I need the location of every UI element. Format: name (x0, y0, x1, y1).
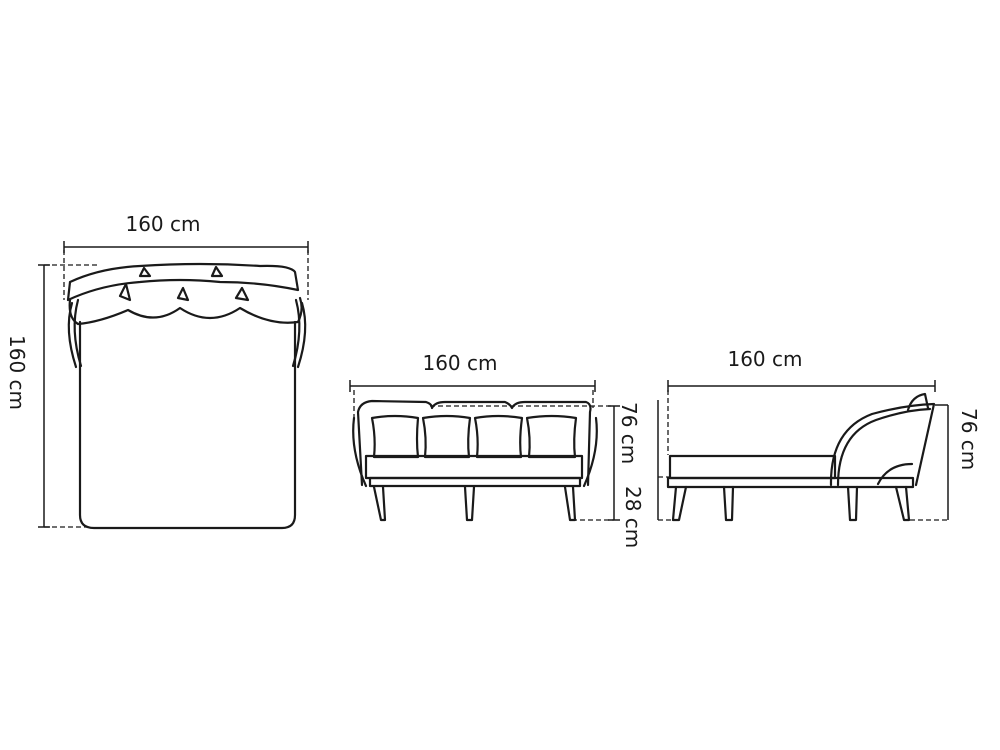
front-width-dimension (349, 380, 596, 420)
seat-outline (78, 320, 297, 530)
front-view: 160 cm 76 cm 28 cm (349, 351, 645, 548)
front-seat-height-label: 28 cm (621, 486, 645, 548)
back-cushions (66, 262, 300, 302)
side-length-label: 160 cm (727, 347, 802, 371)
side-length-dimension (667, 380, 936, 455)
side-legs (671, 485, 911, 522)
side-seat (668, 454, 837, 480)
top-width-label: 160 cm (125, 212, 200, 236)
back-frame (356, 399, 592, 487)
top-depth-dimension (38, 264, 100, 528)
cushion-ties (118, 265, 250, 302)
side-armrest (829, 402, 936, 487)
side-arm-cutout (876, 462, 914, 486)
armrest-right (291, 298, 307, 369)
side-left-extent-line (657, 400, 676, 521)
legs (372, 485, 577, 522)
side-view: 160 cm 76 cm (657, 347, 981, 522)
side-back-pillow (906, 392, 930, 412)
front-height-dimension (430, 405, 620, 521)
front-cushions (68, 296, 303, 326)
pillows (370, 414, 578, 459)
top-width-dimension (63, 241, 309, 300)
base-frame (368, 476, 582, 488)
side-height-label: 76 cm (957, 408, 981, 470)
armrests (352, 416, 598, 488)
top-view: 160 cm 160 cm (5, 212, 309, 530)
side-height-dimension (910, 404, 949, 521)
front-height-label: 76 cm (617, 402, 641, 464)
seat-cushion (364, 454, 584, 480)
side-base (666, 476, 915, 489)
front-width-label: 160 cm (422, 351, 497, 375)
top-depth-label: 160 cm (5, 335, 29, 410)
